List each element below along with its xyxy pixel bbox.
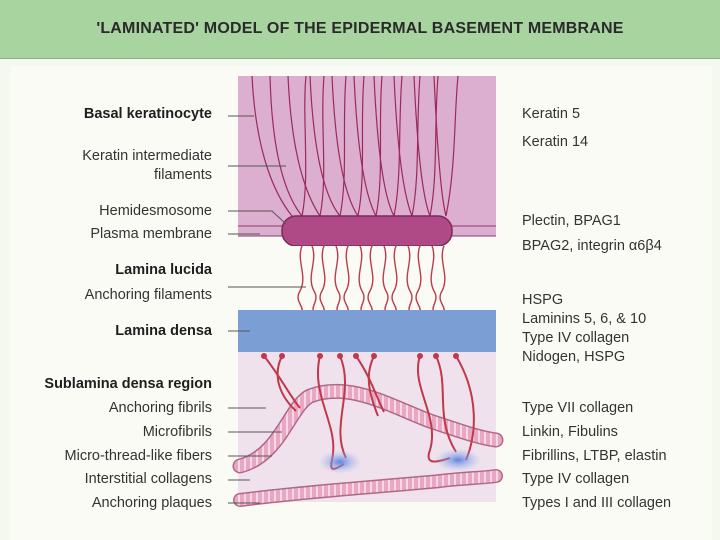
label-interstitial-collagens: Interstitial collagens (84, 471, 212, 487)
label-filaments: filaments (153, 167, 212, 183)
label-type-vii-collagen: Type VII collagen (522, 400, 634, 416)
anchoring-plaque (318, 450, 362, 474)
label-hspg: HSPG (522, 292, 564, 308)
label-type-iv-collagen: Type IV collagen (522, 330, 630, 346)
label-sublamina-densa-region: Sublamina densa region (44, 376, 212, 392)
anchoring-plaque (434, 448, 482, 472)
label-lamina-densa: Lamina densa (115, 323, 212, 339)
label-lamina-lucida: Lamina lucida (115, 262, 212, 278)
label-nidogen-hspg: Nidogen, HSPG (522, 349, 626, 365)
basal-keratinocyte-region (238, 76, 496, 236)
title-bar: 'LAMINATED' MODEL OF THE EPIDERMAL BASEM… (0, 0, 720, 59)
hemidesmosome (281, 215, 453, 247)
label-hemidesmosome: Hemidesmosome (99, 203, 212, 219)
label-micro-thread-like-fibers: Micro-thread-like fibers (64, 448, 212, 464)
label-anchoring-fibrils: Anchoring fibrils (108, 400, 212, 416)
label-bpag2-integrin: BPAG2, integrin α6β4 (522, 238, 662, 254)
label-keratin-intermediate: Keratin intermediate (82, 148, 212, 164)
label-linkin-fibulins: Linkin, Fibulins (522, 424, 618, 440)
left-leader-lines (228, 115, 306, 504)
label-anchoring-filaments: Anchoring filaments (84, 287, 212, 303)
label-plectin-bpag1: Plectin, BPAG1 (522, 213, 621, 229)
label-plasma-membrane: Plasma membrane (90, 226, 212, 242)
label-fibrillins: Fibrillins, LTBP, elastin (522, 448, 667, 464)
anchoring-filaments (297, 245, 446, 313)
lamina-lucida-region (238, 246, 496, 310)
label-anchoring-plaques: Anchoring plaques (91, 495, 212, 511)
label-keratin-14: Keratin 14 (522, 134, 589, 150)
label-basal-keratinocyte: Basal keratinocyte (83, 106, 212, 122)
label-microfibrils: Microfibrils (142, 424, 212, 440)
label-type-iv-collagen-2: Type IV collagen (522, 471, 630, 487)
label-types-i-iii-collagen: Types I and III collagen (522, 495, 672, 511)
lamina-densa (238, 310, 496, 352)
diagram-title: 'LAMINATED' MODEL OF THE EPIDERMAL BASEM… (96, 20, 624, 37)
label-laminins: Laminins 5, 6, & 10 (522, 311, 647, 327)
label-keratin-5: Keratin 5 (522, 106, 581, 122)
fibril-ends (261, 353, 459, 359)
basement-membrane-diagram (228, 75, 504, 507)
diagram-panel: Basal keratinocyte Keratin intermediate … (10, 66, 712, 540)
